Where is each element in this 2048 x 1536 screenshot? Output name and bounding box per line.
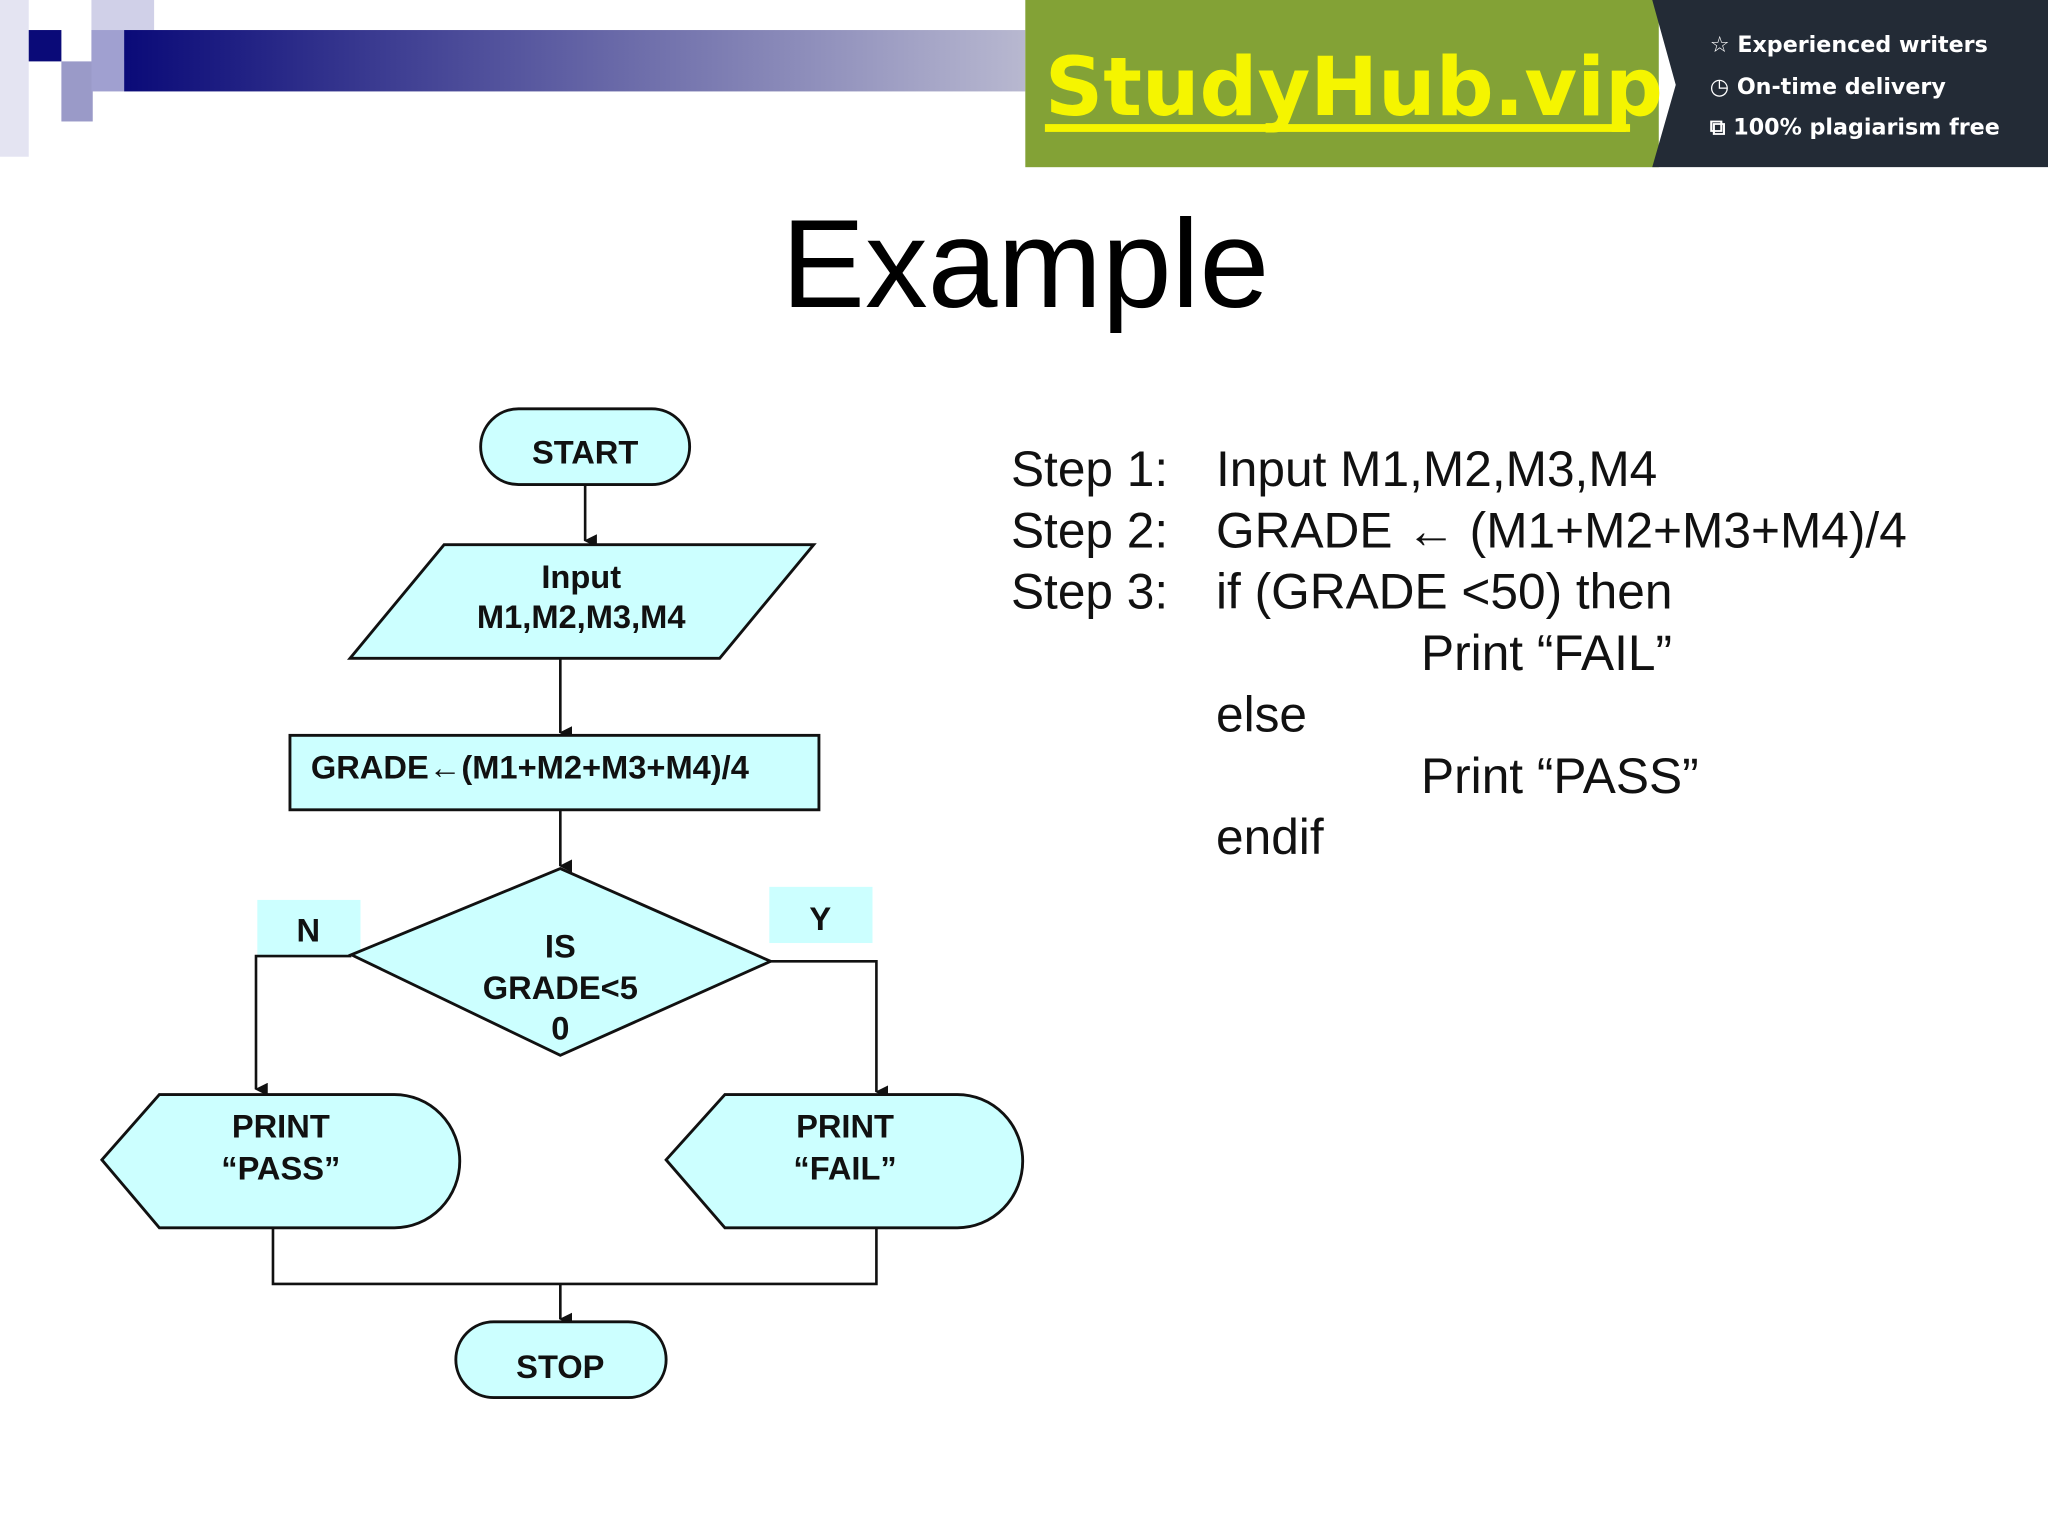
pseudo-else: else bbox=[1216, 686, 1307, 742]
pseudo-print-pass: Print “PASS” bbox=[1421, 748, 1699, 804]
yes-label: Y bbox=[809, 900, 831, 937]
print-fail-display bbox=[664, 1093, 1025, 1230]
step-3-text: if (GRADE <50) then bbox=[1216, 564, 1672, 620]
slide-title: Example bbox=[781, 193, 1269, 334]
start-label: START bbox=[532, 434, 638, 471]
input-label-2: M1,M2,M3,M4 bbox=[477, 598, 686, 635]
pseudo-print-fail: Print “FAIL” bbox=[1421, 625, 1672, 681]
studyhub-banner[interactable]: StudyHub.vip ☆ Experienced writers ◷ On-… bbox=[1025, 0, 2048, 168]
merge-connector bbox=[271, 1227, 878, 1286]
feature-plagiarism-free: ⧉ 100% plagiarism free bbox=[1710, 115, 2000, 141]
step-2-label: Step 2: bbox=[1011, 502, 1168, 558]
input-parallelogram bbox=[346, 543, 817, 660]
stop-label: STOP bbox=[516, 1348, 604, 1385]
pass-label-2: “PASS” bbox=[221, 1149, 340, 1186]
brand-underline bbox=[1044, 124, 1631, 132]
step-2-text: GRADE ← (M1+M2+M3+M4)/4 bbox=[1216, 502, 1907, 558]
copy-icon: ⧉ bbox=[1710, 115, 1726, 141]
feature-on-time-delivery: ◷ On-time delivery bbox=[1710, 74, 1947, 100]
fail-label-2: “FAIL” bbox=[793, 1149, 896, 1186]
yes-label-box bbox=[769, 886, 873, 944]
no-label-box bbox=[257, 899, 361, 957]
flowchart: START Input M1,M2,M3,M4 GRADE←(M1+M2+M3+… bbox=[99, 407, 1025, 1399]
feature-experienced-writers: ☆ Experienced writers bbox=[1710, 32, 1988, 58]
pseudo-endif: endif bbox=[1216, 809, 1324, 865]
print-pass-display bbox=[99, 1093, 462, 1230]
process-box bbox=[288, 733, 821, 812]
stop-terminal bbox=[454, 1320, 668, 1399]
step-1-label: Step 1: bbox=[1011, 441, 1168, 497]
arrow-yes-branch bbox=[770, 959, 889, 1099]
star-icon: ☆ bbox=[1710, 32, 1730, 58]
algorithm-steps: Step 1: Input M1,M2,M3,M4 Step 2: GRADE … bbox=[1011, 441, 1907, 865]
decision-label-2: GRADE<5 bbox=[483, 969, 638, 1006]
fail-label-1: PRINT bbox=[796, 1108, 894, 1145]
header-decoration bbox=[0, 0, 1026, 157]
brand-logo[interactable]: StudyHub.vip bbox=[1045, 41, 1663, 135]
decision-label-1: IS bbox=[545, 927, 576, 964]
input-label-1: Input bbox=[541, 558, 621, 595]
step-3-label: Step 3: bbox=[1011, 564, 1168, 620]
pass-label-1: PRINT bbox=[232, 1108, 330, 1145]
clock-icon: ◷ bbox=[1710, 74, 1729, 100]
decision-label-3: 0 bbox=[551, 1010, 569, 1047]
no-label: N bbox=[296, 912, 320, 949]
process-label: GRADE←(M1+M2+M3+M4)/4 bbox=[311, 748, 749, 785]
decision-diamond bbox=[347, 867, 775, 1057]
arrow-no-branch bbox=[254, 954, 352, 1096]
step-1-text: Input M1,M2,M3,M4 bbox=[1216, 441, 1657, 497]
